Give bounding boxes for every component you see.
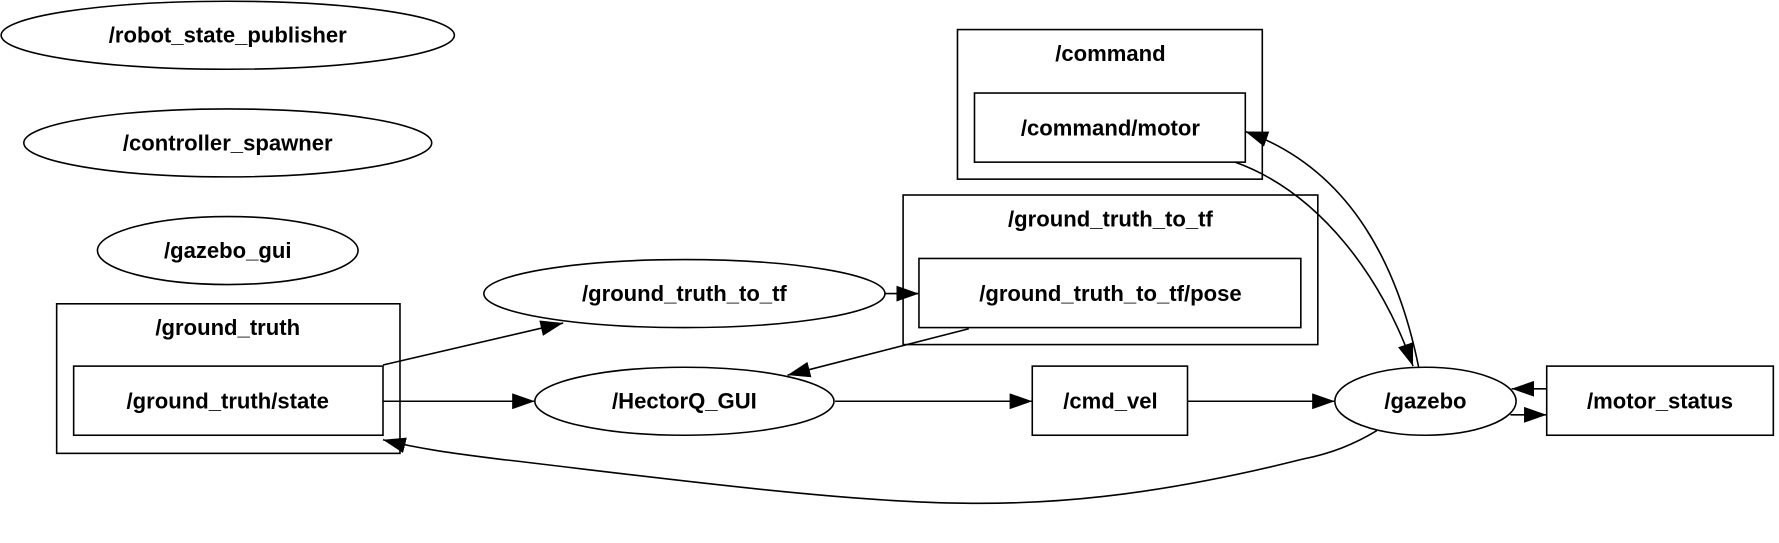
node-label: /ground_truth_to_tf [582,281,787,306]
edge-gazebo-to-command-motor [1245,130,1420,368]
node-robot-state-publisher[interactable]: /robot_state_publisher [0,0,456,71]
topic-label: /motor_status [1587,389,1733,414]
node-label: /gazebo [1384,389,1466,414]
topic-label: /ground_truth/state [127,389,329,414]
topic-label: /ground_truth_to_tf/pose [979,281,1241,306]
node-label: /gazebo_gui [164,238,292,263]
node-hectorq-gui[interactable]: /HectorQ_GUI [534,366,835,437]
edge-state-to-ground-truth-to-tf [382,320,564,366]
topic-label: /cmd_vel [1063,389,1158,414]
cluster-ground-truth: /ground_truth [55,303,401,455]
cluster-ground-truth-label: /ground_truth [155,315,300,340]
node-label: /robot_state_publisher [109,23,347,48]
topic-ground-truth-state[interactable]: /ground_truth/state [72,365,384,437]
node-controller-spawner[interactable]: /controller_spawner [23,108,433,178]
cluster-ground-truth-to-tf: /ground_truth_to_tf [902,194,1319,346]
edge-command-motor-to-gazebo [1234,161,1414,367]
cluster-ground-truth-to-tf-label: /ground_truth_to_tf [1008,206,1213,231]
cluster-command-label: /command [1055,41,1165,66]
cluster-command: /command [956,28,1264,180]
edge-pose-to-hectorq-gui [787,327,970,378]
topic-motor-status[interactable]: /motor_status [1545,365,1775,437]
topic-label: /command/motor [1021,116,1201,141]
topic-cmd-vel[interactable]: /cmd_vel [1031,365,1189,437]
node-label: /controller_spawner [123,130,333,155]
node-label: /HectorQ_GUI [612,389,757,414]
node-gazebo-gui[interactable]: /gazebo_gui [96,215,359,286]
topic-command-motor[interactable]: /command/motor [973,92,1247,163]
edge-gazebo-to-ground-truth-state [382,430,1378,505]
topic-ground-truth-to-tf-pose[interactable]: /ground_truth_to_tf/pose [918,257,1302,329]
node-gazebo[interactable]: /gazebo [1334,366,1517,437]
node-ground-truth-to-tf[interactable]: /ground_truth_to_tf [483,258,886,329]
